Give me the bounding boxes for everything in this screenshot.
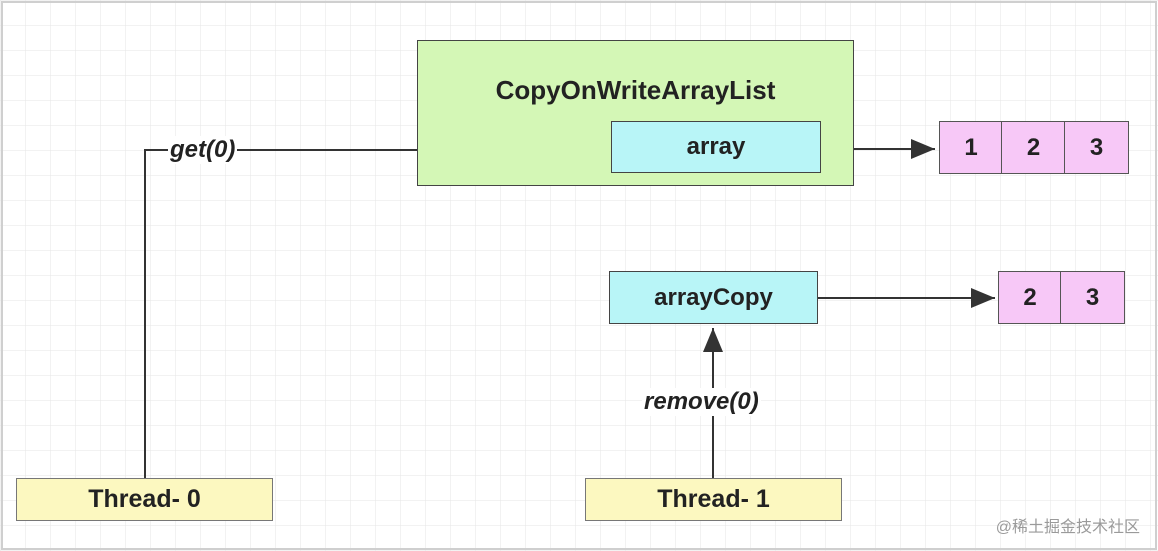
copied-array-cell: 2 (998, 271, 1062, 324)
arraycopy-box: arrayCopy (609, 271, 818, 324)
remove-edge-label: remove(0) (642, 388, 761, 416)
copied-array-cell: 3 (1060, 271, 1125, 324)
get-edge-label: get(0) (168, 136, 238, 164)
array-box: array (611, 121, 821, 173)
thread0-box: Thread- 0 (16, 478, 273, 521)
cell-value: 3 (1085, 283, 1100, 311)
cell-value: 2 (1026, 133, 1041, 161)
watermark-text: @稀土掘金技术社区 (995, 519, 1140, 536)
cell-value: 3 (1089, 133, 1104, 161)
original-array-cell: 2 (1001, 121, 1066, 174)
thread1-label: Thread- 1 (657, 485, 770, 513)
cell-value: 1 (964, 133, 978, 161)
original-array-cell: 1 (939, 121, 1003, 174)
original-array-cell: 3 (1064, 121, 1129, 174)
array-label: array (686, 133, 746, 160)
thread1-box: Thread- 1 (585, 478, 842, 521)
arraycopy-label: arrayCopy (654, 283, 773, 311)
container-title: CopyOnWriteArrayList (495, 75, 776, 105)
thread0-label: Thread- 0 (88, 485, 201, 513)
cell-value: 2 (1023, 283, 1037, 311)
